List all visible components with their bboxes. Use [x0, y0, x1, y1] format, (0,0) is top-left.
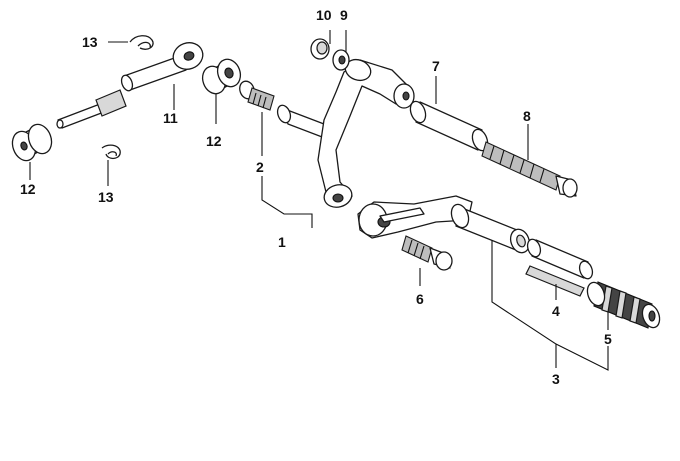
callout-labels: 13 11 12 12 13 2 1 10 9 7 8 6 4 5 3: [20, 7, 612, 387]
part-13-clip-top: [129, 35, 154, 50]
part-12-bushing-upper: [201, 58, 242, 95]
callout-12-lower: 12: [20, 181, 36, 197]
part-5-footpeg: [586, 281, 661, 329]
callout-12-upper: 12: [206, 133, 222, 149]
callout-13-lower: 13: [98, 189, 114, 205]
part-11-pin-shaft: [56, 89, 127, 129]
part-1-lever-bracket: [276, 58, 415, 208]
part-3-pedal-arm: [357, 195, 531, 254]
leader-lines: [29, 30, 609, 371]
callout-1: 1: [278, 234, 286, 250]
callout-6: 6: [416, 291, 424, 307]
callout-5: 5: [604, 331, 612, 347]
part-4-sleeve: [525, 238, 594, 297]
callout-7: 7: [432, 58, 440, 74]
callout-2: 2: [256, 159, 264, 175]
part-9-washer: [332, 49, 350, 71]
part-7-sleeve: [409, 100, 489, 152]
callout-11: 11: [163, 110, 178, 126]
part-12-bushing-lower: [11, 123, 53, 162]
callout-3: 3: [552, 371, 560, 387]
callout-13-top: 13: [82, 34, 98, 50]
part-8-long-bolt: [481, 141, 578, 198]
part-13-clip-lower: [101, 144, 121, 160]
part-6-bolt: [401, 235, 453, 271]
callout-8: 8: [523, 108, 531, 124]
part-2-bolt: [239, 80, 275, 111]
part-10-nut: [310, 38, 330, 60]
callout-10: 10: [316, 7, 332, 23]
part-11-tie-rod: [120, 42, 204, 92]
callout-4: 4: [552, 303, 560, 319]
callout-9: 9: [340, 7, 348, 23]
